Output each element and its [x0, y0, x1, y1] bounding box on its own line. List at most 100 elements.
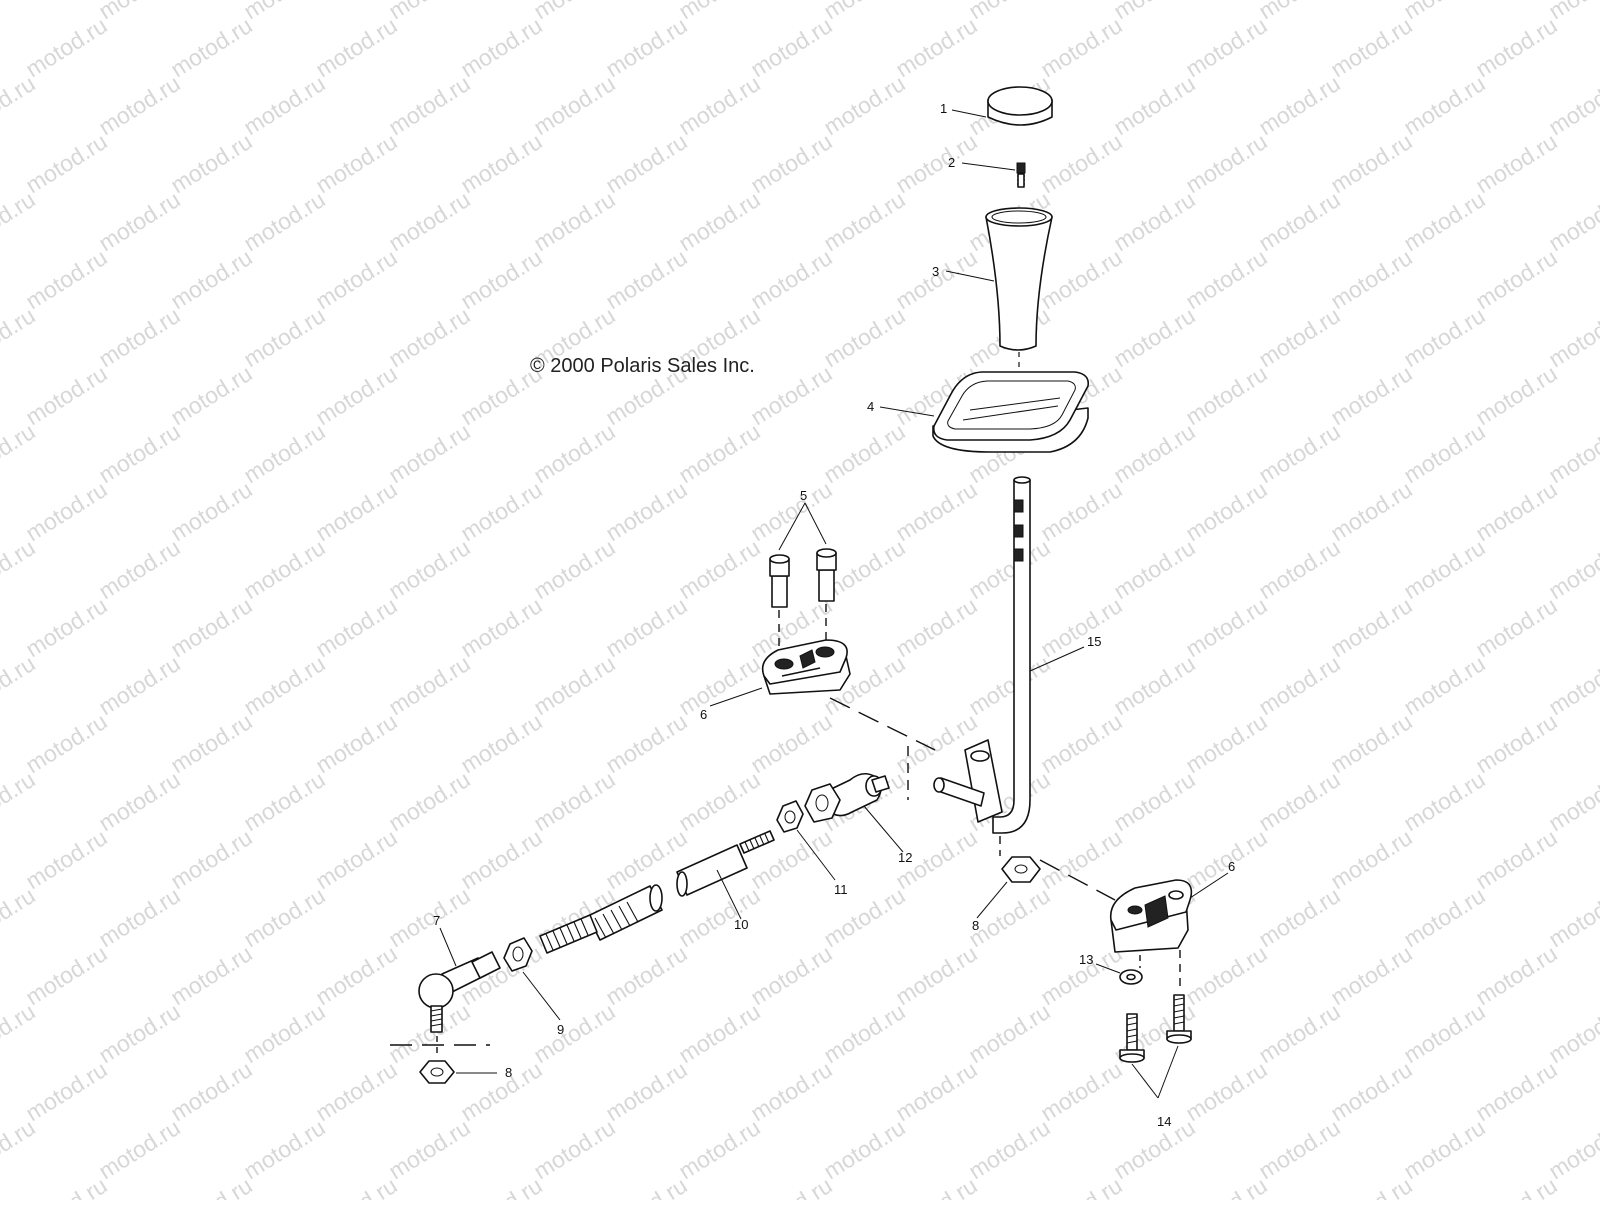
watermark-text: motod.ru — [1326, 128, 1417, 198]
watermark-text: motod.ru — [311, 360, 402, 430]
watermark-text: motod.ru — [1181, 12, 1272, 82]
watermark-text: motod.ru — [1254, 998, 1345, 1068]
watermark-text: motod.ru — [1399, 418, 1490, 488]
watermark-text: motod.ru — [94, 882, 185, 952]
shift-lever-shaft — [933, 476, 1031, 834]
watermark-text: motod.ru — [94, 418, 185, 488]
assembly-line — [829, 697, 936, 751]
callout-2: 2 — [948, 155, 955, 170]
watermark-text: motod.ru — [1254, 1114, 1345, 1184]
watermark-text: motod.ru — [456, 1172, 547, 1200]
watermark-text: motod.ru — [674, 1114, 765, 1184]
watermark-text: motod.ru — [891, 12, 982, 82]
watermark-text: motod.ru — [891, 244, 982, 314]
watermark-text: motod.ru — [1254, 418, 1345, 488]
watermark-text: motod.ru — [1109, 650, 1200, 720]
watermark-text: motod.ru — [1471, 1056, 1562, 1126]
watermark-text: motod.ru — [1471, 476, 1562, 546]
watermark-text: motod.ru — [1036, 1056, 1127, 1126]
callout-10: 10 — [734, 917, 748, 932]
watermark-text: motod.ru — [21, 824, 112, 894]
watermark-text: motod.ru — [891, 1172, 982, 1200]
watermark-text: motod.ru — [1399, 998, 1490, 1068]
callout-11: 11 — [834, 882, 848, 897]
watermark-text: motod.ru — [94, 998, 185, 1068]
watermark-text: motod.ru — [384, 534, 475, 604]
watermark-text: motod.ru — [819, 882, 910, 952]
watermark-text: motod.ru — [1326, 360, 1417, 430]
watermark-text: motod.ru — [529, 998, 620, 1068]
watermark-text: motod.ru — [1181, 1172, 1272, 1200]
pivot-bracket-lower — [1109, 879, 1193, 953]
watermark-text: motod.ru — [1544, 882, 1600, 952]
watermark-text: motod.ru — [1036, 128, 1127, 198]
watermark-text: motod.ru — [1544, 1114, 1600, 1184]
callout-13: 13 — [1079, 952, 1093, 967]
lock-nut-lower — [419, 1060, 455, 1084]
watermark-text: motod.ru — [94, 534, 185, 604]
watermark-text: motod.ru — [1254, 534, 1345, 604]
watermark-text: motod.ru — [1036, 708, 1127, 778]
watermark-text: motod.ru — [21, 476, 112, 546]
watermark-text: motod.ru — [1036, 592, 1127, 662]
watermark-text: motod.ru — [891, 476, 982, 546]
watermark-text: motod.ru — [1181, 476, 1272, 546]
watermark-text: motod.ru — [311, 824, 402, 894]
watermark-text: motod.ru — [1254, 766, 1345, 836]
watermark-text: motod.ru — [601, 708, 692, 778]
watermark-text: motod.ru — [1544, 70, 1600, 140]
watermark-text: motod.ru — [1471, 708, 1562, 778]
watermark-text: motod.ru — [891, 1056, 982, 1126]
watermark-text: motod.ru — [529, 0, 620, 24]
watermark-text: motod.ru — [384, 302, 475, 372]
watermark-text: motod.ru — [1471, 592, 1562, 662]
watermark-text: motod.ru — [1544, 418, 1600, 488]
watermark-text: motod.ru — [1399, 70, 1490, 140]
watermark-text: motod.ru — [311, 476, 402, 546]
watermark-text: motod.ru — [601, 476, 692, 546]
watermark-text: motod.ru — [746, 12, 837, 82]
watermark-text: motod.ru — [21, 1172, 112, 1200]
watermark-text: motod.ru — [239, 0, 330, 24]
watermark-text: motod.ru — [384, 650, 475, 720]
callout-8-lower: 8 — [505, 1065, 512, 1080]
watermark-text: motod.ru — [239, 1114, 330, 1184]
watermark-text: motod.ru — [746, 824, 837, 894]
callout-12: 12 — [898, 850, 912, 865]
watermark-text: motod.ru — [384, 186, 475, 256]
callout-1: 1 — [940, 101, 947, 116]
watermark-text: motod.ru — [964, 650, 1055, 720]
watermark-text: motod.ru — [1036, 1172, 1127, 1200]
watermark-text: motod.ru — [746, 128, 837, 198]
watermark-text: motod.ru — [239, 418, 330, 488]
shift-knob-cap — [987, 86, 1053, 126]
watermark-text: motod.ru — [1036, 824, 1127, 894]
watermark-text: motod.ru — [529, 186, 620, 256]
watermark-text: motod.ru — [1471, 12, 1562, 82]
watermark-text: motod.ru — [239, 650, 330, 720]
callout-6-lower: 6 — [1228, 859, 1235, 874]
watermark-text: motod.ru — [674, 418, 765, 488]
watermark-text: motod.ru — [1544, 650, 1600, 720]
watermark-text: motod.ru — [166, 360, 257, 430]
watermark-text: motod.ru — [1544, 186, 1600, 256]
watermark-text: motod.ru — [94, 766, 185, 836]
watermark-text: motod.ru — [456, 128, 547, 198]
watermark-text: motod.ru — [1181, 708, 1272, 778]
watermark-text: motod.ru — [456, 592, 547, 662]
watermark-text: motod.ru — [1254, 70, 1345, 140]
watermark-text: motod.ru — [746, 1172, 837, 1200]
callout-14: 14 — [1157, 1114, 1171, 1129]
watermark-text: motod.ru — [21, 1056, 112, 1126]
watermark-text: motod.ru — [964, 0, 1055, 24]
watermark-text: motod.ru — [1254, 302, 1345, 372]
watermark-text: motod.ru — [166, 244, 257, 314]
watermark-text: motod.ru — [819, 70, 910, 140]
watermark-text: motod.ru — [529, 70, 620, 140]
watermark-text: motod.ru — [166, 1172, 257, 1200]
watermark-text: motod.ru — [1036, 476, 1127, 546]
callout-8-upper: 8 — [972, 918, 979, 933]
watermark-text: motod.ru — [529, 1114, 620, 1184]
watermark-text: motod.ru — [1036, 244, 1127, 314]
